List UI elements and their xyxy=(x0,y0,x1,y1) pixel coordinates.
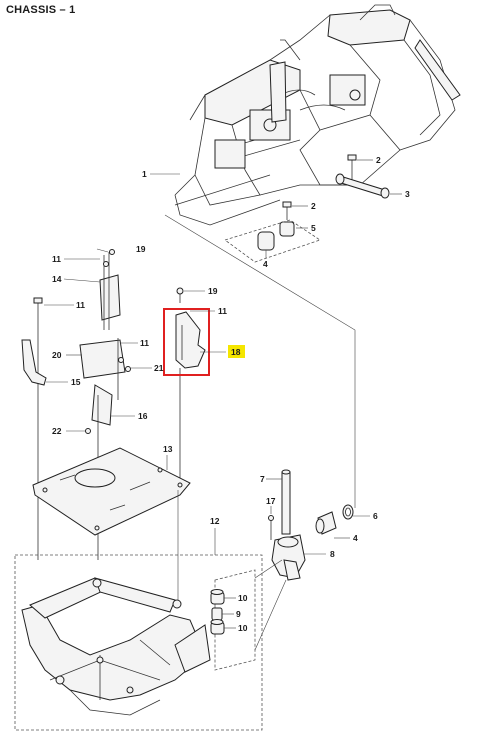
bushing-4-upper[interactable] xyxy=(257,231,275,251)
bracket-14[interactable] xyxy=(99,249,121,331)
screw-22[interactable] xyxy=(85,428,91,434)
callout-15: 15 xyxy=(71,377,81,387)
base-plate-13[interactable] xyxy=(32,447,191,536)
callout-4-upper: 4 xyxy=(263,259,268,269)
connector-lines-lower xyxy=(254,559,287,651)
spacer-9[interactable] xyxy=(211,607,223,621)
callout-11-a: 11 xyxy=(52,254,61,264)
spacer-5[interactable] xyxy=(279,221,295,237)
bolt-19-right[interactable] xyxy=(176,287,184,303)
callout-20: 20 xyxy=(52,350,62,360)
callout-3: 3 xyxy=(405,189,410,199)
bushing-4-lower[interactable] xyxy=(315,511,337,535)
highlight-box-18 xyxy=(163,308,210,376)
callout-13: 13 xyxy=(163,444,173,454)
pin-3[interactable] xyxy=(335,173,390,199)
callout-9: 9 xyxy=(236,609,241,619)
callout-1: 1 xyxy=(142,169,147,179)
screw-17[interactable] xyxy=(268,515,274,541)
callout-14: 14 xyxy=(52,274,62,284)
callout-12: 12 xyxy=(210,516,220,526)
callout-19-right: 19 xyxy=(208,286,218,296)
callout-21: 21 xyxy=(154,363,164,373)
callout-6: 6 xyxy=(373,511,378,521)
screw-21[interactable] xyxy=(125,366,131,372)
leaders-lower xyxy=(222,478,370,629)
chassis-frame[interactable] xyxy=(174,4,461,226)
callout-22: 22 xyxy=(52,426,62,436)
connector-line-right xyxy=(164,214,356,508)
cover-20[interactable] xyxy=(79,339,126,379)
bolt-2-upper[interactable] xyxy=(347,154,357,180)
bushing-group-outline xyxy=(214,569,256,671)
callout-17: 17 xyxy=(266,496,276,506)
bolt-11-mid[interactable] xyxy=(117,338,124,400)
callout-16: 16 xyxy=(138,411,148,421)
bolt-2-lower[interactable] xyxy=(282,201,292,220)
rod-7[interactable] xyxy=(281,469,291,535)
bracket-15[interactable] xyxy=(21,339,47,386)
callout-18: 18 xyxy=(231,347,241,357)
callout-11-c: 11 xyxy=(218,306,227,316)
callout-11-d: 11 xyxy=(140,338,149,348)
diagram-title: CHASSIS – 1 xyxy=(6,4,76,16)
lower-frame-12[interactable] xyxy=(21,577,211,716)
callouts: 1 2 3 2 5 4 19 11 14 11 19 11 11 18 20 2… xyxy=(52,155,410,633)
leaders-upper xyxy=(150,159,402,258)
callout-10-lower: 10 xyxy=(238,623,248,633)
callout-2-upper: 2 xyxy=(376,155,381,165)
bushing-10-upper[interactable] xyxy=(210,589,225,605)
callout-11-b: 11 xyxy=(76,300,85,310)
bolt-11-left[interactable] xyxy=(33,297,43,560)
callout-5: 5 xyxy=(311,223,316,233)
ring-6[interactable] xyxy=(342,504,354,520)
lower-subassembly-box xyxy=(14,554,263,731)
bushing-10-lower[interactable] xyxy=(210,619,225,635)
assembly-outline-upper xyxy=(224,219,321,263)
callout-2-lower: 2 xyxy=(311,201,316,211)
callout-10-upper: 10 xyxy=(238,593,248,603)
highlight-label-18-bg xyxy=(228,345,245,358)
callout-8: 8 xyxy=(330,549,335,559)
pivot-bracket-8[interactable] xyxy=(271,534,306,581)
callout-7: 7 xyxy=(260,474,265,484)
callout-4-lower: 4 xyxy=(353,533,358,543)
bracket-18[interactable] xyxy=(175,311,206,490)
callout-19-left: 19 xyxy=(136,244,146,254)
leaders-middle xyxy=(44,248,226,470)
